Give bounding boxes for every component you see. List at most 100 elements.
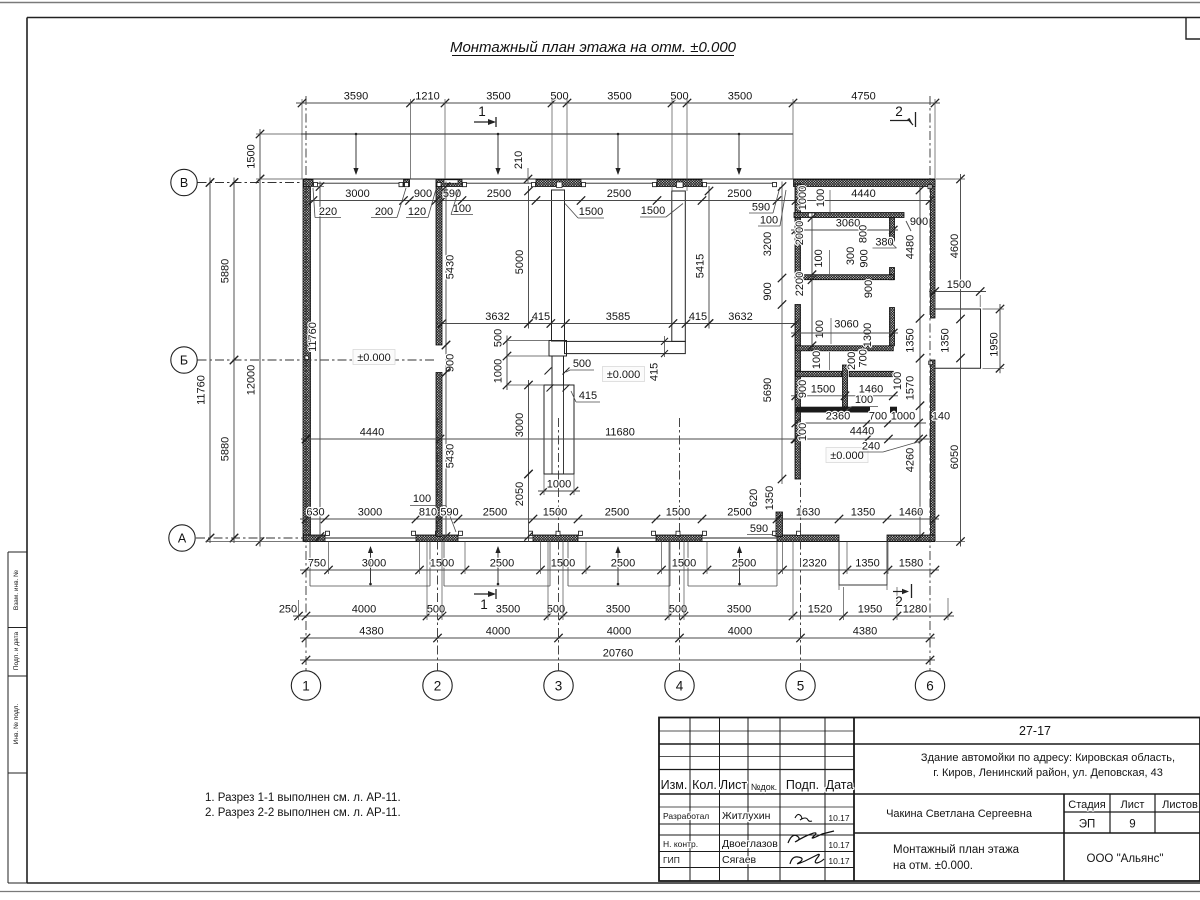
svg-text:1500: 1500: [811, 383, 835, 395]
svg-text:5880: 5880: [220, 259, 232, 283]
svg-text:800: 800: [858, 225, 870, 243]
svg-text:250: 250: [279, 604, 297, 616]
svg-text:2050: 2050: [514, 482, 526, 506]
svg-text:1500: 1500: [579, 206, 603, 218]
svg-text:2500: 2500: [727, 507, 751, 519]
svg-text:3000: 3000: [514, 413, 526, 437]
svg-text:1460: 1460: [859, 383, 883, 395]
svg-text:1: 1: [480, 597, 488, 612]
svg-text:2360: 2360: [826, 411, 850, 423]
svg-text:700: 700: [858, 349, 870, 367]
svg-text:1: 1: [478, 104, 486, 119]
svg-text:4000: 4000: [352, 604, 376, 616]
svg-text:Разработал: Разработал: [663, 811, 709, 821]
svg-text:±0.000: ±0.000: [607, 369, 641, 381]
svg-text:100: 100: [413, 493, 431, 505]
svg-text:4440: 4440: [851, 188, 875, 200]
svg-text:100: 100: [797, 423, 809, 441]
svg-text:500: 500: [573, 358, 591, 370]
svg-text:5690: 5690: [762, 378, 774, 402]
svg-text:4380: 4380: [853, 626, 877, 638]
svg-text:100: 100: [855, 394, 873, 406]
svg-text:Листов: Листов: [1162, 799, 1198, 811]
svg-text:900: 900: [445, 354, 457, 372]
svg-text:1570: 1570: [905, 376, 917, 400]
svg-text:5430: 5430: [445, 255, 457, 279]
svg-text:620: 620: [748, 489, 760, 507]
svg-text:1950: 1950: [858, 604, 882, 616]
svg-text:2500: 2500: [607, 188, 631, 200]
svg-text:415: 415: [532, 311, 550, 323]
svg-text:ГИП: ГИП: [663, 855, 680, 865]
svg-text:300: 300: [845, 247, 857, 265]
svg-text:Здание автомойки по адресу: Ки: Здание автомойки по адресу: Кировская об…: [921, 752, 1175, 764]
svg-text:1350: 1350: [851, 507, 875, 519]
svg-text:900: 900: [414, 188, 432, 200]
svg-text:Дата: Дата: [826, 778, 854, 792]
svg-text:6050: 6050: [949, 445, 961, 469]
svg-text:5000: 5000: [514, 250, 526, 274]
svg-text:2500: 2500: [727, 188, 751, 200]
svg-text:900: 900: [762, 282, 774, 300]
svg-text:100: 100: [815, 189, 827, 207]
svg-text:810: 810: [419, 507, 437, 519]
svg-text:Монтажный план этажа: Монтажный план этажа: [893, 844, 1020, 856]
svg-text:1280: 1280: [903, 604, 927, 616]
svg-text:1210: 1210: [415, 91, 439, 103]
svg-text:750: 750: [308, 558, 326, 570]
svg-text:5880: 5880: [220, 437, 232, 461]
svg-text:2500: 2500: [605, 507, 629, 519]
svg-text:100: 100: [453, 203, 471, 215]
svg-text:3500: 3500: [486, 91, 510, 103]
svg-text:В: В: [180, 176, 188, 190]
svg-text:5: 5: [797, 678, 805, 693]
svg-text:100: 100: [760, 215, 778, 227]
svg-text:2000: 2000: [794, 221, 806, 245]
svg-text:3585: 3585: [606, 311, 630, 323]
svg-text:1500: 1500: [543, 507, 567, 519]
svg-text:2200: 2200: [794, 272, 806, 296]
svg-text:630: 630: [306, 507, 324, 519]
svg-text:500: 500: [547, 604, 565, 616]
svg-text:2. Разрез 2-2 выполнен см. л.: 2. Разрез 2-2 выполнен см. л. АР-11.: [205, 807, 401, 819]
svg-text:10.17: 10.17: [828, 856, 850, 866]
svg-text:590: 590: [750, 523, 768, 535]
svg-text:4440: 4440: [360, 427, 384, 439]
svg-text:10.17: 10.17: [828, 813, 850, 823]
svg-text:3500: 3500: [496, 604, 520, 616]
svg-text:1500: 1500: [947, 279, 971, 291]
svg-text:±0.000: ±0.000: [830, 450, 864, 462]
svg-text:1: 1: [302, 678, 310, 693]
svg-text:Взам. инв. №: Взам. инв. №: [13, 570, 20, 610]
svg-text:Кол.: Кол.: [692, 778, 717, 792]
svg-text:Житлухин: Житлухин: [722, 810, 771, 822]
svg-text:380: 380: [875, 237, 893, 249]
svg-text:1500: 1500: [666, 507, 690, 519]
svg-text:2: 2: [434, 678, 442, 693]
svg-text:2500: 2500: [611, 558, 635, 570]
svg-text:1630: 1630: [796, 507, 820, 519]
svg-text:3632: 3632: [728, 311, 752, 323]
svg-text:11760: 11760: [196, 375, 208, 405]
svg-text:1460: 1460: [899, 507, 923, 519]
svg-text:1000: 1000: [547, 479, 571, 491]
svg-text:2: 2: [895, 104, 903, 119]
svg-text:1000: 1000: [493, 359, 505, 383]
svg-text:900: 900: [910, 216, 928, 228]
svg-text:3590: 3590: [344, 91, 368, 103]
svg-text:1300: 1300: [862, 323, 874, 347]
svg-text:10.17: 10.17: [828, 840, 850, 850]
svg-text:4260: 4260: [905, 448, 917, 472]
svg-text:Лист: Лист: [720, 778, 747, 792]
svg-text:100: 100: [892, 372, 904, 390]
svg-text:20760: 20760: [603, 648, 634, 660]
svg-text:220: 220: [319, 206, 337, 218]
svg-text:1350: 1350: [940, 328, 952, 352]
svg-text:4600: 4600: [949, 234, 961, 258]
svg-text:3060: 3060: [836, 218, 860, 230]
svg-text:1. Разрез 1-1 выполнен см. л.: 1. Разрез 1-1 выполнен см. л. АР-11.: [205, 792, 401, 804]
svg-text:700: 700: [869, 411, 887, 423]
svg-text:900: 900: [859, 249, 871, 267]
svg-text:4000: 4000: [607, 626, 631, 638]
svg-text:Монтажный план этажа на отм. ±: Монтажный план этажа на отм. ±0.000: [450, 39, 737, 56]
